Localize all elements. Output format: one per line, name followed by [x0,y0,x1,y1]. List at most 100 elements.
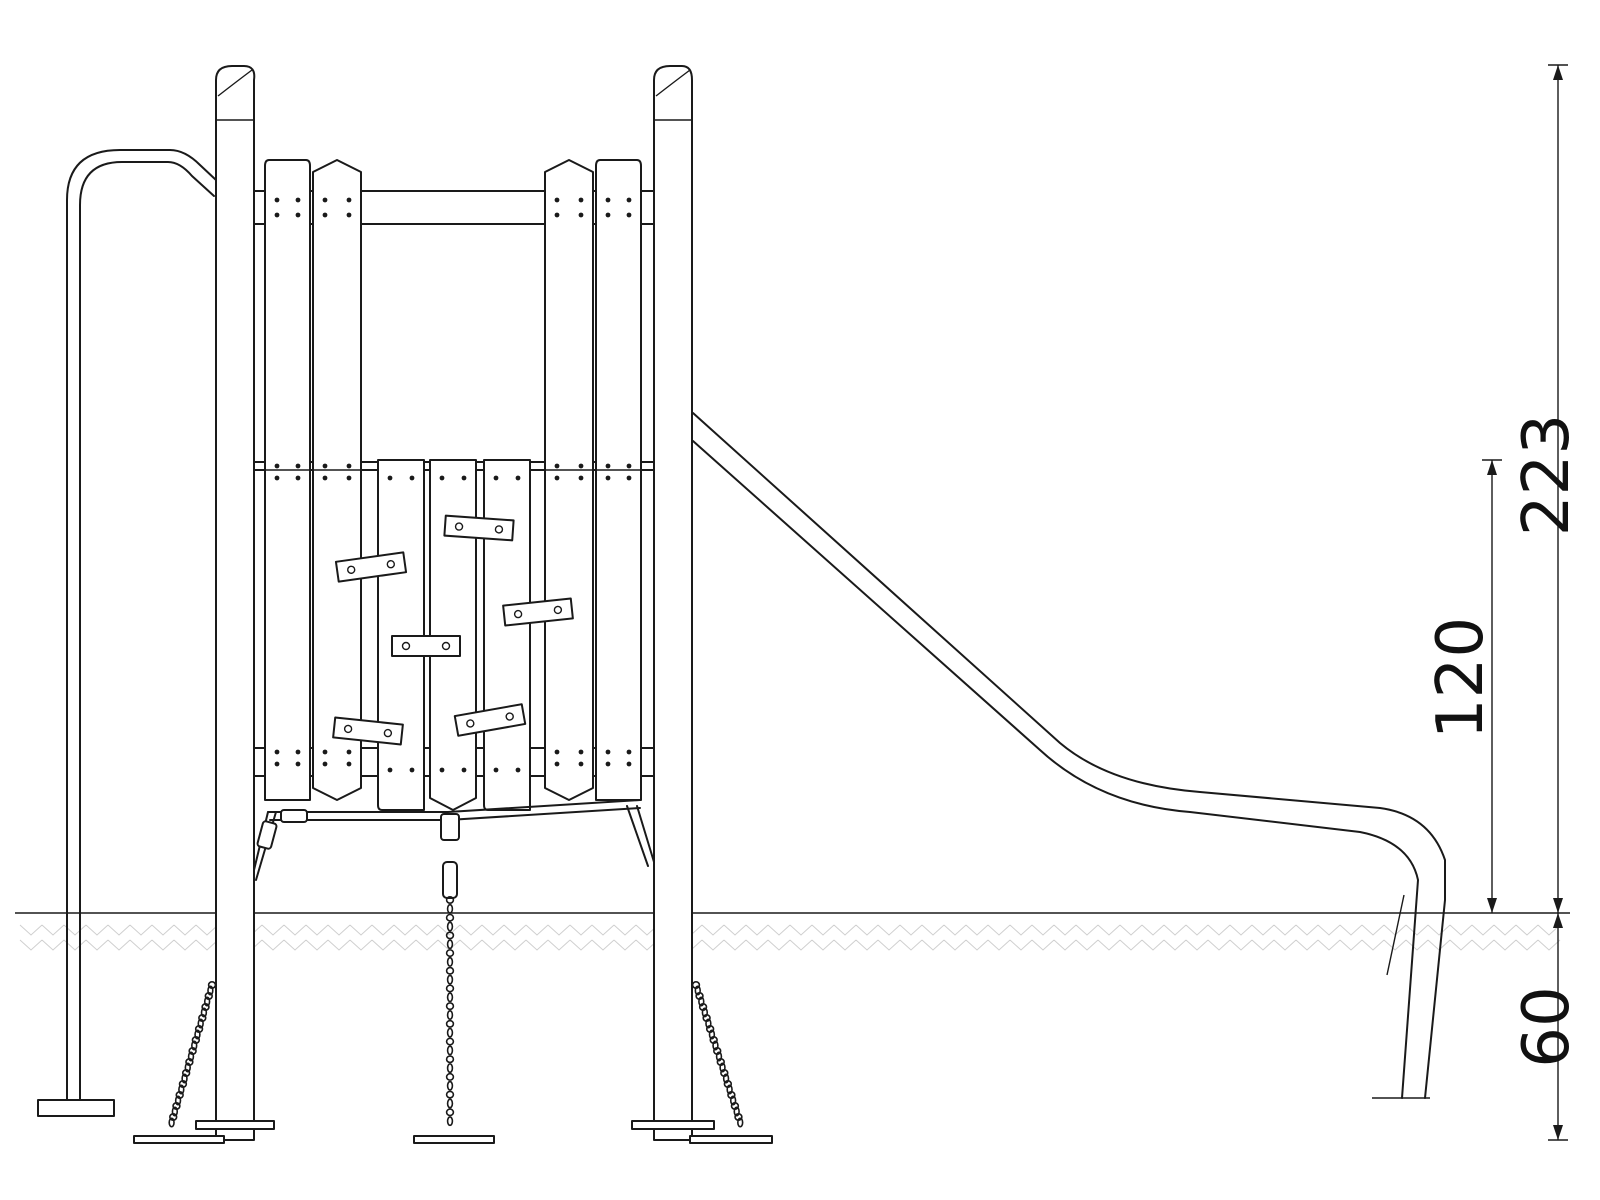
climbing-hold [332,716,404,746]
chain-link-center [445,895,455,904]
dimension-label-223: 223 [1510,414,1584,536]
chain-link-center [446,1116,454,1127]
plank-bolt [322,197,328,203]
wall-plank-bolt [461,767,467,773]
plank-bolt [605,761,611,767]
wall-plank-bolt [409,475,415,481]
chain-link-left [203,996,211,1007]
chain-link-right [694,985,701,996]
post-left-baseplate [195,1120,275,1130]
chain-link-left [171,1106,179,1117]
chain-link-center [446,974,454,985]
chain-link-center [445,1108,455,1117]
chain-link-right [737,1117,744,1128]
plank-bolt [322,749,328,755]
climbing-hold [502,597,574,627]
chain-link-center [445,966,455,975]
climbing-hold [443,514,515,542]
chain-link-center [445,1002,455,1011]
handrail-left-inner [79,161,215,1101]
chain-link-center [446,1027,454,1038]
plank-bolt [626,197,632,203]
handrail-left [66,149,217,1101]
chain-link-center [446,903,454,914]
chain-link-left [207,985,214,996]
plank-bolt [578,761,584,767]
chain-link-right [705,1018,712,1029]
platform-underframe [253,799,655,899]
handrail-footplate [37,1099,115,1117]
wall-plank-bolt [409,767,415,773]
climbing-hold-screw [466,719,475,728]
wall-plank-bolt [439,475,445,481]
plank-bolt [578,749,584,755]
chain-link-center [446,1009,454,1020]
plank-bolt [295,761,301,767]
plank-bolt [274,197,280,203]
anchor-chains [168,895,744,1128]
chain-link-center [446,1080,454,1091]
plank-bolt [322,475,328,481]
chain-link-left [194,1029,201,1040]
plank-bolt [322,212,328,218]
plank-bolt [346,475,352,481]
plank-bolt [322,463,328,469]
plank-bolt [322,761,328,767]
dimension-foundation [1548,913,1568,1141]
plank-bolt [554,475,560,481]
plank-bolt [274,212,280,218]
plank-bolt [578,475,584,481]
slide [692,412,1446,1099]
chain-link-center [445,1019,455,1028]
wall-plank [483,459,531,811]
climbing-hold-screw [383,728,393,738]
dimension-label-60: 60 [1510,986,1584,1067]
chain-link-center [446,1063,454,1074]
plank-bolt [605,197,611,203]
plank-bolt [626,475,632,481]
chain-link-center [445,931,455,940]
chain-link-center [445,913,455,922]
climbing-hold-screw [553,605,563,615]
chain-link-center [445,1072,455,1081]
upper-planks [264,159,642,801]
plank-bolt [274,749,280,755]
plank-bolt [554,761,560,767]
plank-bolt [578,463,584,469]
climbing-hold [391,635,461,657]
plank-bolt [554,197,560,203]
plank-bolt [295,463,301,469]
climbing-hold-screw [494,525,504,534]
climbing-hold-screw [386,560,396,569]
plank-bolt [605,463,611,469]
chain-link-right [729,1095,737,1106]
climbing-hold-screw [513,609,523,619]
climbing-hold-body [443,514,515,542]
plank-bolt [346,212,352,218]
upper-plank [595,159,642,801]
plank-bolt [295,749,301,755]
anchor-plate-right [689,1135,773,1144]
chain-link-right [733,1106,740,1117]
dimension-label-120: 120 [1424,617,1498,739]
chain-link-center [445,1037,455,1046]
chain-link-right [701,1007,709,1018]
chain-link-right [715,1051,723,1062]
climbing-hold-body [332,716,404,746]
chain-link-left [181,1073,188,1084]
climbing-holds [332,514,574,746]
chain-link-center [445,984,455,993]
climbing-hold-screw [346,565,356,574]
plank-bolt [626,463,632,469]
climbing-hold [334,551,408,583]
upper-plank [312,159,362,801]
chain-link-right [712,1040,719,1051]
plank-bolt [554,749,560,755]
climbing-hold-screw [505,712,514,721]
chain-link-right [722,1073,730,1084]
chain-link-center [445,1090,455,1099]
chain-link-left [200,1007,208,1018]
climbing-hold-screw [343,724,353,734]
chain-link-center [445,949,455,958]
chain-link-center [446,992,454,1003]
